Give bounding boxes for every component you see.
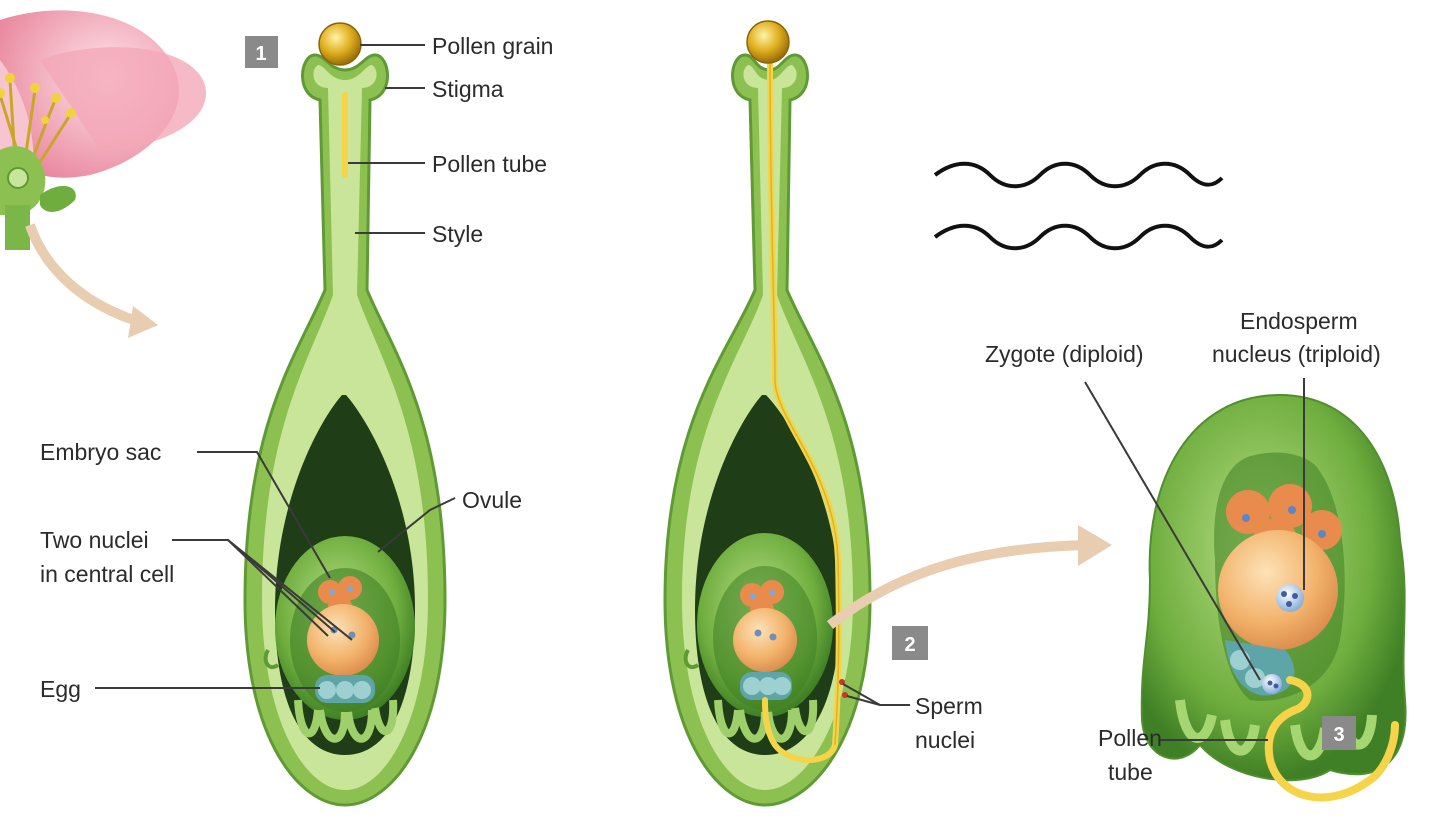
label-sperm-line2: nuclei bbox=[915, 727, 975, 753]
pollen-grain-icon bbox=[318, 22, 362, 66]
step-badge-3 bbox=[1322, 716, 1356, 750]
label-two-nuclei-line2: in central cell bbox=[40, 561, 174, 587]
step-badge-3-text: 3 bbox=[1333, 724, 1344, 746]
label-embryo-sac: Embryo sac bbox=[40, 439, 161, 465]
pistil-stage-1 bbox=[243, 22, 447, 807]
pistil-stage-2 bbox=[663, 20, 872, 807]
label-ovule: Ovule bbox=[462, 487, 522, 513]
step-badge-1-text: 1 bbox=[255, 43, 266, 65]
ovule-stage-3 bbox=[1140, 393, 1407, 802]
step-badge-2-text: 2 bbox=[904, 634, 915, 656]
label-stigma: Stigma bbox=[432, 76, 504, 102]
process-arrow-icon bbox=[128, 306, 158, 338]
label-two-nuclei-line1: Two nuclei bbox=[40, 527, 149, 553]
process-arrow-icon bbox=[1078, 525, 1112, 566]
label-endosperm-line1: Endosperm bbox=[1240, 308, 1358, 334]
wavy-break-icon bbox=[933, 161, 1224, 251]
pollen-grain-icon bbox=[746, 20, 790, 64]
label-endosperm-line2: nucleus (triploid) bbox=[1212, 341, 1381, 367]
label-sperm-line1: Sperm bbox=[915, 693, 983, 719]
label-pollen-tube-3-line1: Pollen bbox=[1098, 725, 1162, 751]
label-style: Style bbox=[432, 221, 483, 247]
process-arrow-icon bbox=[25, 223, 142, 327]
label-zygote: Zygote (diploid) bbox=[985, 341, 1144, 367]
step-badge-2 bbox=[892, 626, 928, 660]
label-pollen-tube-3-line2: tube bbox=[1108, 759, 1153, 785]
step-badge-1 bbox=[245, 36, 278, 68]
flower-illustration bbox=[0, 10, 207, 250]
label-pollen-grain: Pollen grain bbox=[432, 33, 553, 59]
process-arrow-icon bbox=[826, 540, 1086, 629]
label-pollen-tube: Pollen tube bbox=[432, 151, 547, 177]
label-egg: Egg bbox=[40, 676, 81, 702]
